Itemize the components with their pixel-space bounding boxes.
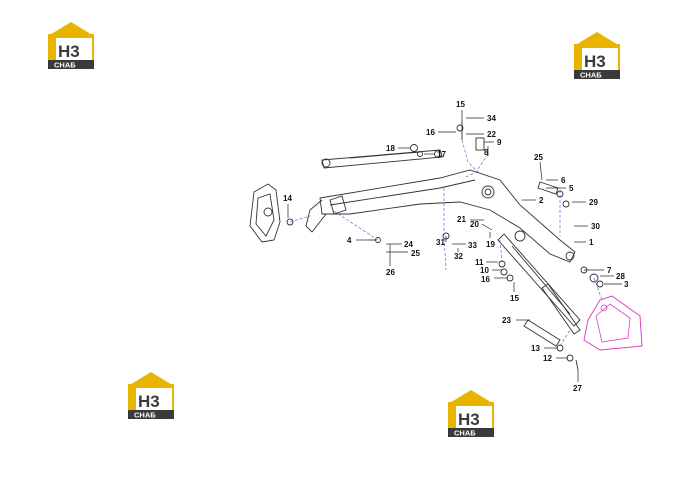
bucket-linkage — [583, 295, 643, 351]
callout: 32 — [454, 252, 463, 261]
callout: 26 — [386, 268, 395, 277]
callout: 6 — [561, 176, 566, 185]
callout: 15 — [456, 100, 465, 109]
callout: 22 — [487, 130, 496, 139]
callout: 23 — [502, 316, 511, 325]
leader-lines — [287, 110, 622, 382]
svg-text:CHAБ: CHAБ — [54, 61, 76, 70]
callout: 25 — [534, 153, 543, 162]
callout: 7 — [607, 266, 612, 275]
callout: 29 — [589, 198, 598, 207]
arm-cylinder — [497, 230, 581, 327]
svg-text:H3: H3 — [58, 42, 80, 61]
callout: 34 — [487, 114, 496, 123]
callout: 13 — [531, 344, 540, 353]
boom-foot-bracket — [249, 183, 281, 243]
callout: 18 — [386, 144, 395, 153]
callout: 15 — [510, 294, 519, 303]
boom — [305, 169, 576, 263]
callout: 12 — [543, 354, 552, 363]
callout: 20 — [470, 220, 479, 229]
callout: 30 — [591, 222, 600, 231]
brand-logo: H3 CHAБ — [44, 20, 98, 70]
callout: 17 — [437, 150, 446, 159]
callout: 8 — [484, 148, 489, 157]
svg-text:CHAБ: CHAБ — [134, 411, 156, 420]
callout: 3 — [624, 280, 629, 289]
svg-text:H3: H3 — [458, 410, 480, 429]
callout: 19 — [486, 240, 495, 249]
callout: 28 — [616, 272, 625, 281]
callout: 31 — [436, 238, 445, 247]
callout: 11 — [475, 258, 484, 267]
svg-text:H3: H3 — [584, 52, 606, 71]
callout: 27 — [573, 384, 582, 393]
callout: 10 — [480, 266, 489, 275]
callout: 2 — [539, 196, 544, 205]
brand-logo: H3 CHAБ — [570, 30, 624, 80]
callout: 5 — [569, 184, 574, 193]
callout: 16 — [481, 275, 490, 284]
callout: 4 — [347, 236, 352, 245]
brand-logo: H3 CHAБ — [444, 388, 498, 438]
callout: 21 — [457, 215, 466, 224]
callout: 14 — [283, 194, 292, 203]
svg-text:CHAБ: CHAБ — [580, 71, 602, 80]
callout: 9 — [497, 138, 502, 147]
callout: 16 — [426, 128, 435, 137]
brand-logo: H3 CHAБ — [124, 370, 178, 420]
callout: 1 — [589, 238, 594, 247]
boom-cylinder — [321, 149, 443, 169]
callout-labels: 15 34 16 22 8 9 18 17 25 6 5 29 2 30 1 1… — [283, 100, 629, 393]
svg-text:CHAБ: CHAБ — [454, 429, 476, 438]
assembly-lines — [289, 139, 603, 347]
callout: 25 — [411, 249, 420, 258]
callout: 33 — [468, 241, 477, 250]
callout: 24 — [404, 240, 413, 249]
svg-text:H3: H3 — [138, 392, 160, 411]
bucket-cylinder — [523, 283, 581, 347]
